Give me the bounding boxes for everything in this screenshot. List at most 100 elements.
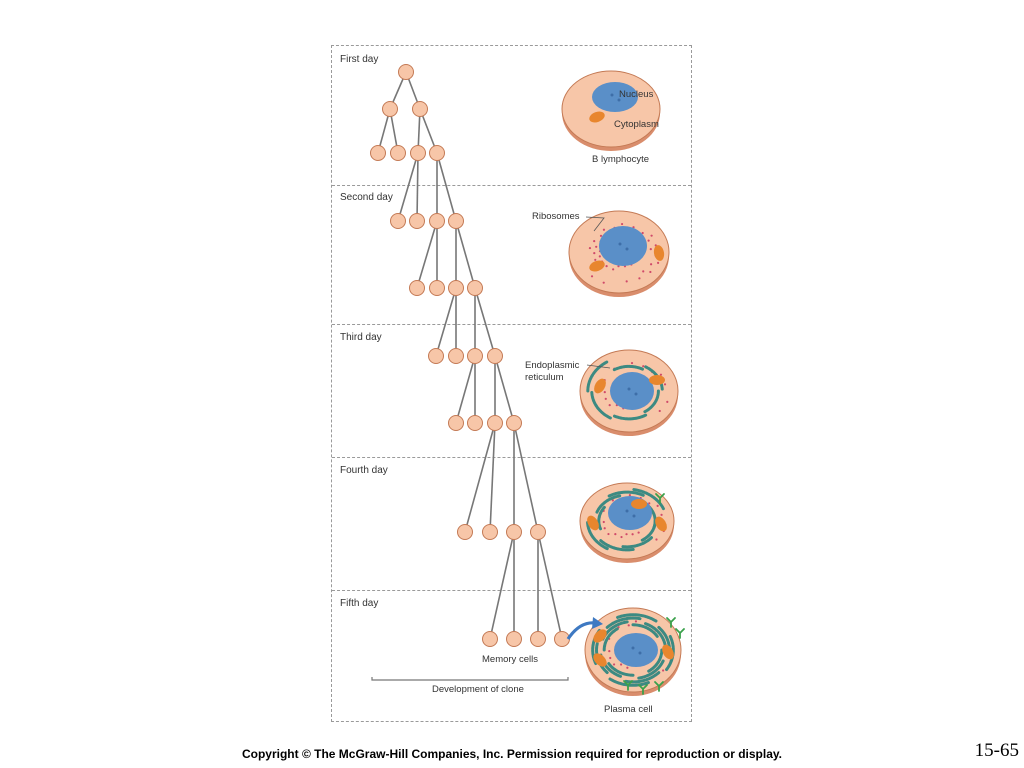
- lineage-cell: [390, 213, 406, 229]
- lineage-cell: [448, 213, 464, 229]
- antibody: [666, 617, 676, 628]
- plasma-cell-illustration: [584, 607, 685, 696]
- er-strand: [599, 539, 635, 552]
- lineage-cell: [398, 64, 414, 80]
- lineage-cell: [370, 145, 386, 161]
- lineage-and-cells-diagram: [370, 64, 685, 696]
- mitochondrion: [653, 245, 665, 261]
- lineage-branch: [474, 287, 496, 357]
- plasma-cell-label: Plasma cell: [604, 704, 653, 715]
- er-leader: [586, 364, 611, 369]
- antibody: [654, 681, 664, 692]
- clone-bracket: [371, 677, 569, 681]
- lineage-cell: [429, 213, 445, 229]
- lineage-cell: [448, 280, 464, 296]
- arrow-head-icon: [592, 617, 603, 629]
- lineage-cell: [467, 280, 483, 296]
- mitochondrion: [662, 644, 674, 660]
- lineage-cell: [412, 101, 428, 117]
- b-lymphocyte-illustration: [561, 70, 661, 151]
- antibody: [623, 680, 633, 691]
- er-developing-cell-illustration: [579, 349, 679, 436]
- day-label-third: Third day: [340, 332, 382, 343]
- mitochondrion: [589, 260, 605, 272]
- er-strand: [605, 616, 643, 629]
- clonal-expansion-figure: First day Second day Third day Fourth da…: [331, 45, 692, 722]
- er-strand: [586, 521, 609, 551]
- lineage-cell: [467, 415, 483, 431]
- lineage-cell: [506, 631, 522, 647]
- lineage-cell: [530, 524, 546, 540]
- er-strand: [643, 389, 660, 414]
- development-of-clone-label: Development of clone: [432, 684, 524, 695]
- secreting-cell-illustration: [579, 482, 675, 563]
- day-divider: [332, 185, 691, 186]
- activated-cell-illustration: [568, 210, 670, 297]
- lineage-cell: [382, 101, 398, 117]
- lineage-cell: [482, 524, 498, 540]
- er-strand: [647, 648, 664, 673]
- lineage-branch: [455, 355, 476, 424]
- lineage-cell: [409, 280, 425, 296]
- day-label-first: First day: [340, 54, 379, 65]
- er-strand: [637, 659, 665, 680]
- nucleus: [614, 633, 658, 667]
- er-strand: [612, 413, 648, 421]
- lineage-branch: [397, 152, 419, 222]
- memory-cells-label: Memory cells: [482, 654, 538, 665]
- lineage-branch: [513, 422, 539, 533]
- lineage-cell: [482, 631, 498, 647]
- day-label-fifth: Fifth day: [340, 598, 379, 609]
- lineage-branch: [455, 220, 476, 289]
- er-label-line1: Endoplasmic: [525, 360, 580, 371]
- mitochondrion: [593, 629, 607, 643]
- er-strand: [595, 494, 622, 514]
- er-strand: [607, 490, 645, 498]
- day-divider: [332, 457, 691, 458]
- lineage-cell: [429, 145, 445, 161]
- nucleus-label: Nucleus: [619, 89, 654, 100]
- lineage-cell: [448, 348, 464, 364]
- copyright-notice: Copyright © The McGraw-Hill Companies, I…: [241, 747, 783, 761]
- day-label-fourth: Fourth day: [340, 465, 388, 476]
- lineage-cell: [530, 631, 546, 647]
- antibody: [638, 684, 648, 695]
- er-strand: [607, 662, 635, 677]
- lineage-cell: [487, 348, 503, 364]
- er-strand: [597, 505, 607, 531]
- er-strand: [621, 536, 653, 549]
- lineage-branch: [435, 287, 457, 357]
- nucleus: [592, 82, 638, 112]
- ribosomes-label: Ribosomes: [532, 211, 580, 222]
- er-strand: [612, 364, 644, 372]
- mitochondrion: [587, 515, 599, 531]
- lineage-cell: [506, 524, 522, 540]
- lineage-cell: [487, 415, 503, 431]
- lineage-cell: [409, 213, 425, 229]
- lineage-cell: [429, 280, 445, 296]
- day-divider: [332, 590, 691, 591]
- er-strand: [616, 613, 658, 623]
- nucleus: [599, 226, 647, 266]
- lineage-branch: [416, 220, 438, 289]
- lineage-branch: [489, 531, 515, 640]
- mitochondrion: [649, 375, 665, 385]
- er-strand: [623, 671, 661, 684]
- lineage-branch: [464, 422, 496, 533]
- er-strand: [643, 622, 667, 647]
- slide-number: 15-65: [974, 740, 1019, 761]
- lineage-cell: [467, 348, 483, 364]
- lineage-cell: [390, 145, 406, 161]
- lineage-cell: [554, 631, 570, 647]
- lineage-cell: [506, 415, 522, 431]
- lineage-cell: [428, 348, 444, 364]
- er-strand: [586, 360, 609, 393]
- lineage-cell: [457, 524, 473, 540]
- er-label-line2: reticulum: [525, 372, 564, 383]
- day-label-second: Second day: [340, 192, 393, 203]
- mitochondrion: [655, 516, 667, 532]
- mitochondrion: [594, 378, 606, 394]
- er-strand: [632, 488, 665, 511]
- lineage-cell: [448, 415, 464, 431]
- day-divider: [332, 324, 691, 325]
